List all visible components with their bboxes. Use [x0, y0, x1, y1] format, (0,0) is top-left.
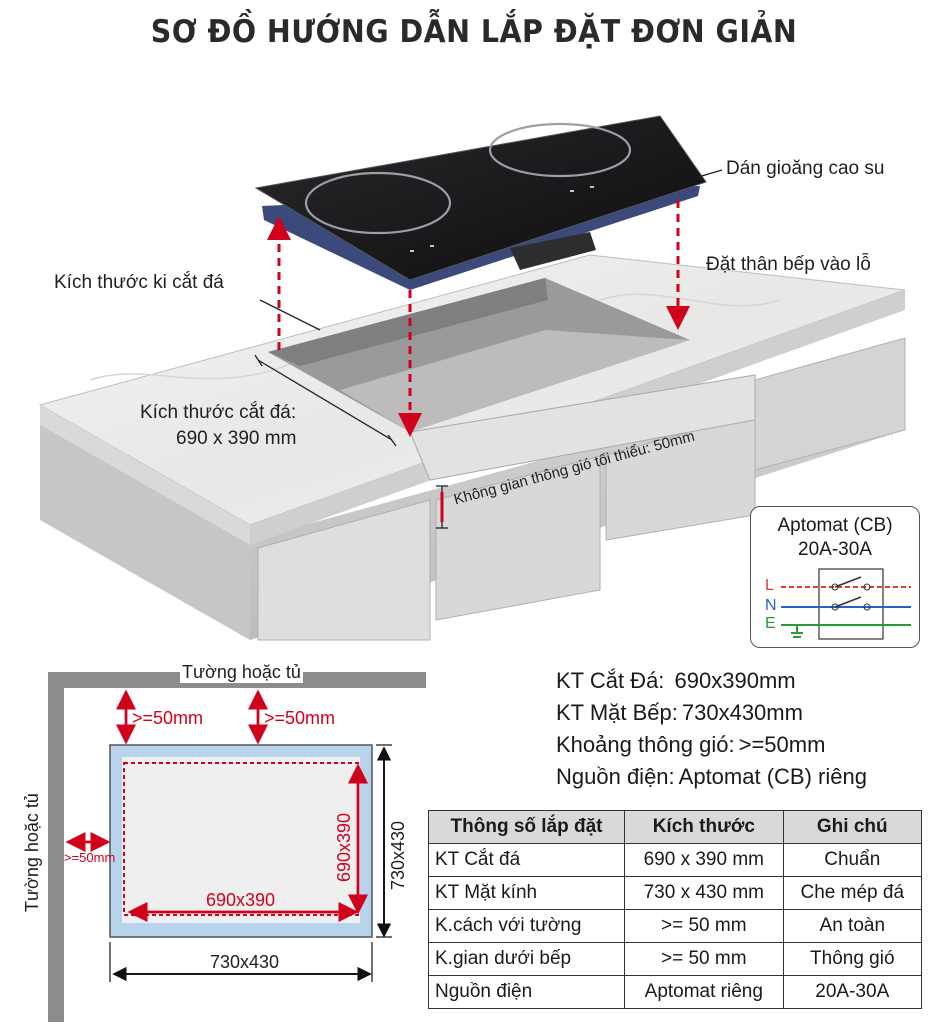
cell: >= 50 mm	[624, 942, 784, 976]
table-header-row: Thông số lắp đặt Kích thước Ghi chú	[427, 810, 923, 844]
spec-power: Nguồn điện:Aptomat (CB) riêng	[556, 764, 867, 789]
circuit-breaker-panel: Aptomat (CB) 20A-30A L N E	[750, 506, 920, 648]
cabinet	[40, 337, 906, 641]
leader-lines	[254, 169, 723, 529]
installation-illustration	[38, 115, 906, 641]
table-row: K.cách với tường >= 50 mm An toàn	[427, 909, 923, 943]
breaker-wiring	[781, 568, 911, 640]
burner-right	[488, 122, 632, 178]
label-gap-top-1: >=50mm	[132, 708, 204, 728]
label-gasket: Dán gioăng cao su	[726, 158, 885, 179]
col-header: Thông số lắp đặt	[427, 810, 626, 844]
col-header: Kích thước	[624, 810, 784, 844]
label-glass-width: 730x430	[210, 952, 280, 972]
induction-cooktop	[254, 115, 707, 290]
table-row: KT Mặt kính 730 x 430 mm Che mép đá	[427, 876, 923, 910]
label-gap-left: >=50mm	[64, 850, 116, 865]
cell: >= 50 mm	[624, 909, 784, 943]
label-cut-size: Kích thước ki cắt đá	[54, 272, 224, 293]
table-row: K.gian dưới bếp >= 50 mm Thông gió	[427, 942, 923, 976]
countertop-cutout	[268, 278, 690, 432]
spec-vent: Khoảng thông gió:>=50mm	[556, 732, 826, 757]
spec-cut: KT Cắt Đá: 690x390mm	[556, 668, 796, 693]
label-cut-dims-1: Kích thước cắt đá:	[140, 402, 297, 423]
cell: Che mép đá	[782, 876, 923, 910]
cell: Aptomat riêng	[624, 975, 784, 1009]
cell: 690 x 390 mm	[624, 843, 784, 877]
breaker-title: Aptomat (CB)	[777, 515, 893, 536]
spec-glass: KT Mặt Bếp:730x430mm	[556, 700, 803, 725]
cell: K.gian dưới bếp	[427, 942, 626, 976]
label-L: L	[765, 577, 774, 594]
col-header: Ghi chú	[782, 810, 923, 844]
label-glass-height: 730x430	[388, 820, 408, 890]
breaker-rating: 20A-30A	[798, 539, 872, 560]
label-cut-height: 690x390	[334, 812, 354, 882]
table-row: Nguồn điện Aptomat riêng 20A-30A	[427, 975, 923, 1009]
label-gap-top-2: >=50mm	[264, 708, 336, 728]
fan-unit	[510, 232, 596, 270]
label-N: N	[765, 597, 777, 614]
cell: An toàn	[782, 909, 923, 943]
wall-left	[48, 672, 64, 1022]
placement-arrows	[267, 200, 690, 437]
cell: Thông gió	[782, 942, 923, 976]
cell: 20A-30A	[782, 975, 923, 1009]
label-E: E	[765, 615, 776, 632]
burner-left	[304, 171, 452, 235]
cell: 730 x 430 mm	[624, 876, 784, 910]
label-place-body: Đặt thân bếp vào lỗ	[706, 254, 871, 275]
table-row: KT Cắt đá 690 x 390 mm Chuẩn	[427, 843, 923, 877]
cell: KT Mặt kính	[427, 876, 626, 910]
install-params-table: Thông số lắp đặt Kích thước Ghi chú KT C…	[427, 810, 923, 1009]
label-wall-top: Tường hoặc tủ	[180, 662, 303, 683]
cell: Chuẩn	[782, 843, 923, 877]
label-cut-dims-2: 690 x 390 mm	[176, 428, 297, 449]
cell: KT Cắt đá	[427, 843, 626, 877]
label-cut-width: 690x390	[206, 890, 276, 910]
label-wall-left: Tường hoặc tủ	[22, 793, 42, 912]
cell: Nguồn điện	[427, 975, 626, 1009]
cell: K.cách với tường	[427, 909, 626, 943]
page-title: SƠ ĐỒ HƯỚNG DẪN LẮP ĐẶT ĐƠN GIẢN	[150, 14, 798, 50]
vent-shelf	[409, 374, 756, 481]
